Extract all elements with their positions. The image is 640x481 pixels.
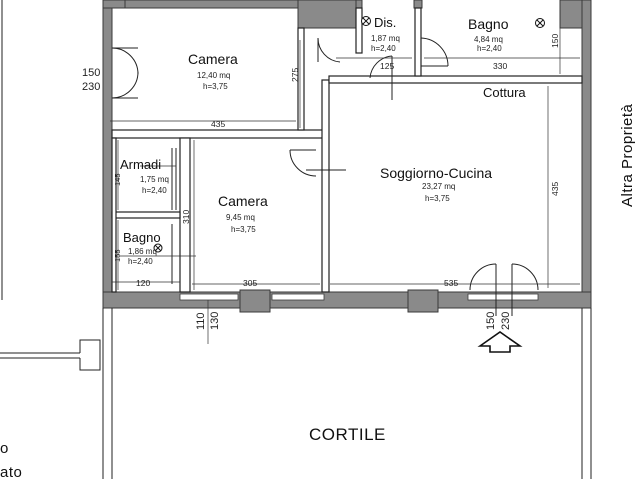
room-dis-area: 1,87 mq [371, 34, 400, 43]
room-armadi-name: Armadi [120, 157, 162, 172]
dim-110: 110 [195, 312, 207, 330]
room-camera2-name: Camera [218, 193, 268, 209]
room-bagno1-height: h=2,40 [477, 44, 502, 53]
bottom-openings [179, 293, 539, 301]
room-dis-name: Dis. [374, 15, 397, 30]
dim-305: 305 [243, 278, 258, 288]
dim-435-camera: 435 [211, 119, 226, 129]
room-camera1-height: h=3,75 [203, 82, 228, 91]
dim-window-150: 150 [82, 67, 101, 79]
dim-150-bagno: 150 [550, 33, 560, 48]
room-soggiorno-name: Soggiorno-Cucina [380, 165, 493, 181]
room-camera2-height: h=3,75 [231, 225, 256, 234]
room-cottura-name: Cottura [483, 85, 526, 100]
room-bagno2-area: 1,86 mq [128, 247, 157, 256]
room-camera1-name: Camera [188, 51, 238, 67]
interior-walls [111, 7, 583, 293]
dim-155: 155 [113, 249, 122, 262]
room-bagno2-height: h=2,40 [128, 257, 153, 266]
room-soggiorno-area: 23,27 mq [422, 182, 456, 191]
outer-walls [102, 0, 592, 313]
cortile-outline [102, 308, 592, 479]
altra-proprieta-label: Altra Proprietà [619, 103, 636, 207]
dim-145: 145 [113, 173, 122, 186]
doors [111, 37, 539, 316]
dim-310: 310 [181, 209, 191, 224]
dim-435-right: 435 [550, 181, 560, 196]
dim-150-door: 150 [485, 311, 497, 330]
dim-230-door: 230 [500, 311, 512, 330]
room-dis-height: h=2,40 [371, 44, 396, 53]
cortile-label: CORTILE [309, 425, 386, 444]
dimension-lines [110, 10, 580, 344]
neighbour-outline [0, 0, 101, 371]
neighbour-fragment-1: o [0, 440, 9, 457]
room-camera1-area: 12,40 mq [197, 71, 231, 80]
neighbour-fragment-2: ato [0, 464, 23, 481]
room-armadi-height: h=2,40 [142, 186, 167, 195]
room-armadi-area: 1,75 mq [140, 175, 169, 184]
room-soggiorno-height: h=3,75 [425, 194, 450, 203]
dim-window-230: 230 [82, 81, 101, 93]
entrance-arrow-icon [477, 331, 523, 353]
room-bagno1-area: 4,84 mq [474, 35, 503, 44]
room-camera2-area: 9,45 mq [226, 213, 255, 222]
dim-120: 120 [136, 278, 151, 288]
room-bagno1-name: Bagno [468, 16, 509, 32]
dim-125: 125 [380, 61, 395, 71]
dim-535: 535 [444, 278, 459, 288]
dim-130: 130 [209, 311, 221, 330]
dim-275: 275 [290, 67, 300, 82]
dim-330: 330 [493, 61, 508, 71]
room-bagno2-name: Bagno [123, 230, 161, 245]
